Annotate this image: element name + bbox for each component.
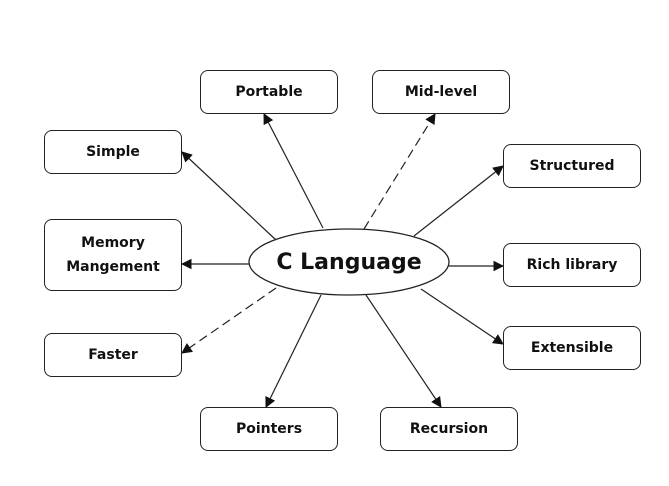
node-label: Mid-level <box>404 84 478 100</box>
node-label: Pointers <box>235 421 303 437</box>
edge-to-recursion <box>365 294 442 408</box>
node-label: Recursion <box>409 421 489 437</box>
edge-to-extensible <box>420 288 504 345</box>
node-label: Simple <box>86 144 140 160</box>
node-label: Structured <box>529 158 615 174</box>
edge-to-simple <box>181 151 277 241</box>
edge-to-mid-level <box>363 113 436 230</box>
center-node-label: C Language <box>276 249 422 275</box>
node-memory-management[interactable]: Memory Mangement <box>44 219 182 291</box>
node-label: Rich library <box>526 257 618 273</box>
edge-to-pointers <box>265 294 322 408</box>
center-ellipse[interactable] <box>248 228 450 296</box>
node-structured[interactable]: Structured <box>503 144 641 188</box>
node-simple[interactable]: Simple <box>44 130 182 174</box>
node-rich-library[interactable]: Rich library <box>503 243 641 287</box>
node-label: Memory Mangement <box>66 235 160 275</box>
node-label: Extensible <box>530 340 614 356</box>
node-label: Faster <box>88 347 138 363</box>
node-extensible[interactable]: Extensible <box>503 326 641 370</box>
edge-to-portable <box>263 113 324 229</box>
edges-group <box>180 113 505 408</box>
node-label: Portable <box>235 84 303 100</box>
edge-to-faster <box>181 287 277 354</box>
node-pointers[interactable]: Pointers <box>200 407 338 451</box>
node-portable[interactable]: Portable <box>200 70 338 114</box>
edge-to-structured <box>413 165 504 237</box>
node-recursion[interactable]: Recursion <box>380 407 518 451</box>
node-faster[interactable]: Faster <box>44 333 182 377</box>
node-mid-level[interactable]: Mid-level <box>372 70 510 114</box>
